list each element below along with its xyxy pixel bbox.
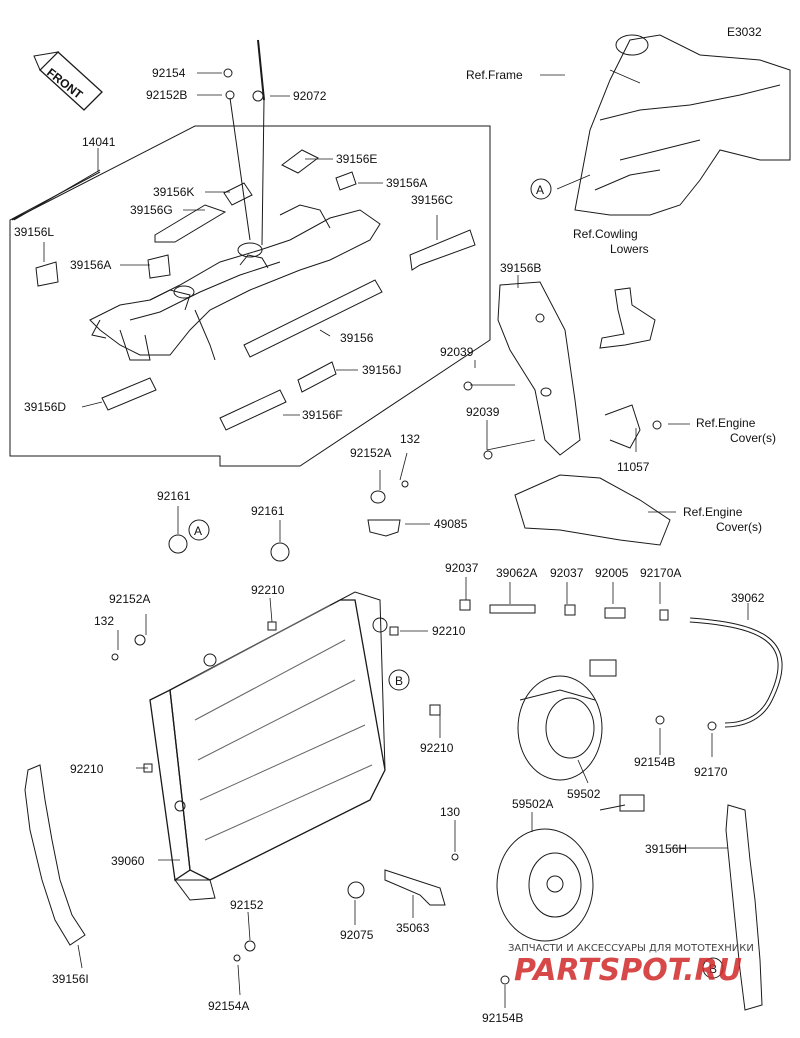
part-label: 39156I [52,972,89,986]
part-label: 92161 [157,489,191,503]
part-label: 49085 [434,517,468,531]
fan-upper [517,659,617,781]
part-label: 92210 [251,583,285,597]
part-label: 92154A [208,999,249,1013]
part-label: 39156A [70,258,111,272]
part-label: 39060 [111,854,145,868]
ref-engine-b-line2: Cover(s) [716,520,762,534]
part-label: 39156A [386,176,427,190]
part-label: 39156G [130,203,173,217]
part-label: 92154 [152,66,186,80]
ref-engine-b-line1: Ref.Engine [683,505,743,519]
part-label: 92152A [109,592,150,606]
part-label: 35063 [396,921,430,935]
ref-cowling-line1: Ref.Cowling [573,227,638,241]
watermark-logo: PARTSPOT.RU [514,953,742,988]
part-label: 92161 [251,504,285,518]
part-label: 39156 [340,331,374,345]
ref-frame: Ref.Frame [466,68,523,82]
radiator [149,591,388,901]
shroud-right [725,804,763,1011]
ref-engine-a-line2: Cover(s) [730,431,776,445]
part-label: 92210 [420,741,454,755]
part-label: 92005 [595,566,629,580]
part-label: 39156L [14,225,54,239]
part-label: 92152A [350,446,391,460]
part-label: 39156K [153,185,194,199]
marker-circles [188,178,724,979]
part-label: 92210 [432,624,466,638]
ref-engine-a-line1: Ref.Engine [696,416,756,430]
group-box-14041 [9,125,491,467]
foam-pads [35,149,476,431]
part-label: 92075 [340,928,374,942]
part-label: 132 [94,614,114,628]
frame-outline [574,34,791,216]
part-label: 39156D [24,400,66,414]
part-label: 92170 [694,765,728,779]
part-label: 92152B [146,88,187,102]
diagram-id: E3032 [727,25,762,39]
part-label: 39156B [500,261,541,275]
part-label: 59502 [567,787,601,801]
marker-b-radiator: B [395,674,403,688]
part-label: 92154B [634,755,675,769]
part-label: 92072 [293,89,327,103]
part-label: 39156F [302,408,343,422]
part-label: 92210 [70,762,104,776]
deflector-39156b [497,281,581,456]
part-label: 92039 [440,345,474,359]
part-label: 11057 [617,460,650,474]
hose-39062 [689,617,783,728]
part-label: 39156E [336,152,377,166]
part-label: 92037 [550,566,584,580]
part-label: 59502A [512,797,553,811]
front-arrow-icon [33,51,103,111]
part-label: 39156C [411,193,453,207]
part-label: 92154B [482,1011,523,1025]
part-label: 14041 [82,135,116,149]
part-label: 39156J [362,363,401,377]
fan-lower [496,794,645,942]
part-label: 92037 [445,561,479,575]
watermark-tagline: ЗАПЧАСТИ И АКСЕССУАРЫ ДЛЯ МОТОТЕХНИКИ [508,943,754,954]
part-label: 92152 [230,898,264,912]
part-label: 132 [400,432,420,446]
part-label: 39062 [731,591,765,605]
marker-a-top: A [536,183,544,197]
part-label: 39156H [645,842,687,856]
ref-cowling-line2: Lowers [610,242,649,256]
part-label: 92039 [466,405,500,419]
part-label: 92170A [640,566,681,580]
part-label: 130 [440,805,460,819]
part-label: 39062A [496,566,537,580]
duct-bracket-assembly [89,204,381,361]
marker-b-shroud: B [709,962,717,976]
marker-a-left: A [194,524,202,538]
hardware-bits [111,68,717,985]
shroud-left [24,764,86,946]
